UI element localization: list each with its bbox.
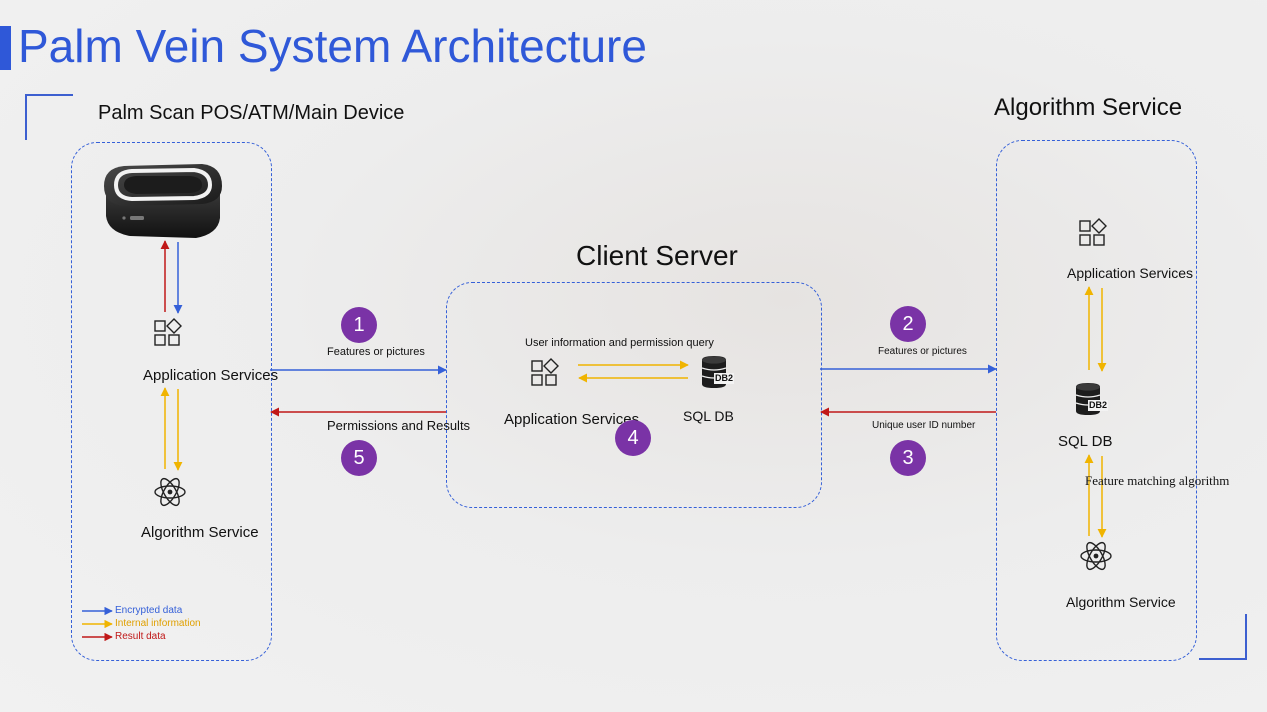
device-apps-icon [154,318,182,346]
client-apps-icon [531,358,559,386]
algo-app-services-label: Application Services [1067,265,1194,281]
flow1-label: Features or pictures [327,346,425,358]
corner-decoration-top-left [25,94,73,140]
step-3-badge: 3 [890,440,926,476]
client-db-badge: DB2 [714,373,735,384]
legend-result-label: Result data [115,631,166,642]
legend-internal-label: Internal information [115,618,201,629]
client-server-heading: Client Server [576,240,738,271]
algo-apps-icon [1079,218,1107,246]
feature-matching-label: Feature matching algorithm [1085,473,1230,488]
device-atom-icon [154,475,186,509]
algo-db-badge: DB2 [1088,400,1109,411]
device-panel-heading: Palm Scan POS/ATM/Main Device [98,102,405,124]
page-title: Palm Vein System Architecture [18,20,647,72]
corner-decoration-bottom-right [1199,614,1247,660]
step-5-badge: 5 [341,440,377,476]
step-2-badge: 2 [890,306,926,342]
client-server-panel [446,282,822,508]
step-4-badge: 4 [615,420,651,456]
device-panel [71,142,272,661]
algorithm-service-heading: Algorithm Service [994,94,1183,121]
flow3-label: Unique user ID number [872,420,976,431]
step-1-badge: 1 [341,307,377,343]
flow5-label: Permissions and Results [327,418,471,433]
algorithm-service-panel [996,140,1197,661]
flow2-label: Features or pictures [878,346,967,357]
algo-atom-icon [1080,539,1112,573]
client-sql-db-label: SQL DB [683,408,734,424]
client-app-services-label: Application Services [504,411,640,428]
device-algorithm-service-label: Algorithm Service [141,524,259,541]
pos-device-icon [104,164,222,238]
algo-sql-db-label: SQL DB [1058,433,1113,450]
legend-encrypted-label: Encrypted data [115,605,183,616]
algo-algorithm-service-label: Algorithm Service [1066,594,1176,610]
device-app-services-label: Application Services [143,367,279,384]
client-query-label: User information and permission query [525,337,714,349]
title-accent-bar [0,26,11,70]
